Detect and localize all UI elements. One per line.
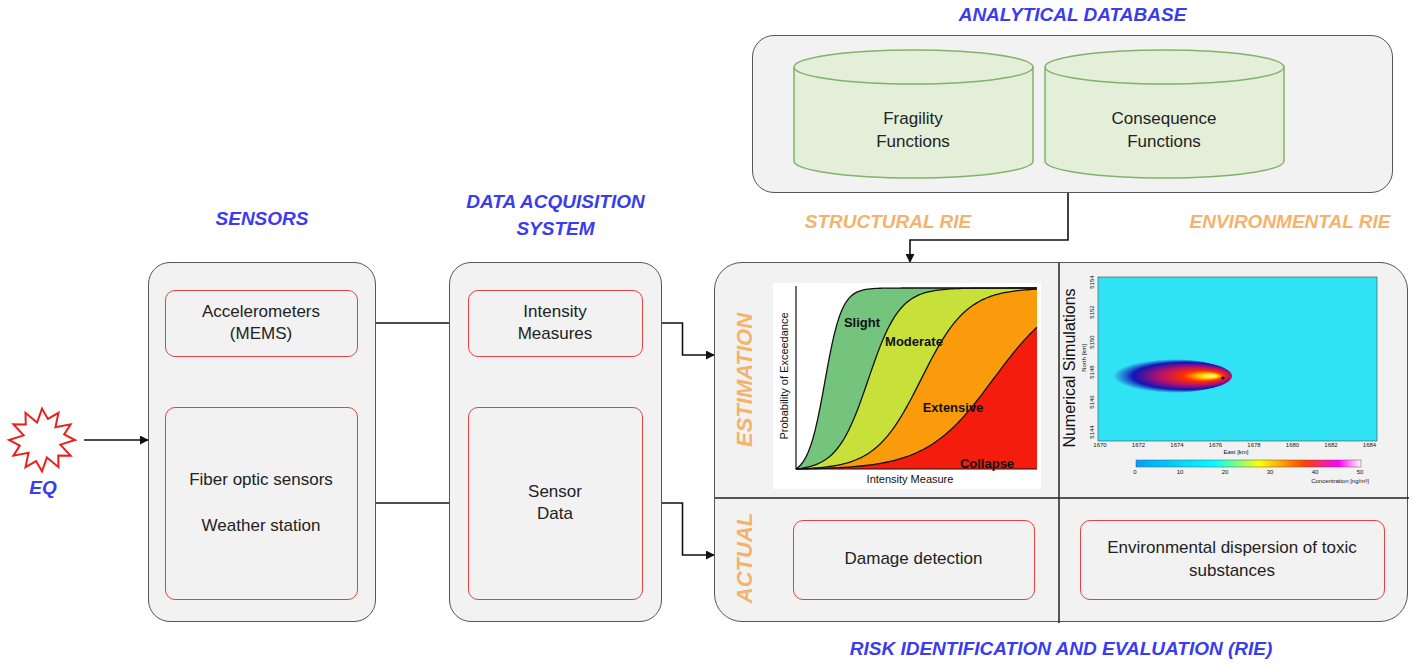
panel-heading: SENSORS xyxy=(148,205,376,233)
fragility-curve xyxy=(796,327,1037,469)
earthquake-source: EQ xyxy=(4,404,82,500)
chart-axes xyxy=(796,286,1037,469)
damage-region xyxy=(796,288,1037,469)
damage-state: Slight xyxy=(844,316,880,330)
damage-region xyxy=(796,327,1037,469)
tick-label: 1676 xyxy=(1209,442,1222,449)
process-box: Environmental dispersion of toxic substa… xyxy=(1080,520,1385,600)
source-label: EQ xyxy=(4,474,82,502)
axis-title: North [km] xyxy=(1081,344,1088,372)
process-box: Sensor Data xyxy=(468,407,643,600)
fragility-curve xyxy=(796,288,1037,469)
box-text: Intensity Measures xyxy=(495,301,615,345)
process-box: Accelerometers (MEMS) xyxy=(165,290,358,357)
damage-state: Moderate xyxy=(885,335,943,349)
tick-label: 50 xyxy=(1357,469,1364,476)
axis-title: Probability of Exceedance xyxy=(778,312,790,439)
box-text: Accelerometers (MEMS) xyxy=(186,301,336,345)
database-cylinder: Consequence Functions xyxy=(1043,48,1286,180)
box-text: Weather station xyxy=(202,515,321,537)
damage-state: Collapse xyxy=(960,457,1014,471)
tick-label: 5150 xyxy=(1089,335,1096,348)
section-label: STRUCTURAL RIE xyxy=(805,212,971,233)
database-cylinder: Fragility Functions xyxy=(792,48,1035,180)
divider-line xyxy=(715,497,1409,499)
process-box: Damage detection xyxy=(793,520,1035,600)
damage-region xyxy=(796,289,1037,469)
group-panel: Fragility Functions Consequence Functions… xyxy=(752,35,1393,193)
explosion-symbol xyxy=(4,404,82,476)
tick-label: 0 xyxy=(1133,469,1136,476)
tick-label: 1674 xyxy=(1170,442,1183,449)
toxic-plume xyxy=(1100,359,1232,393)
tick-label: 1682 xyxy=(1324,442,1337,449)
axis-title: Concentration [ng/m³] xyxy=(1311,478,1369,485)
tick-label: 10 xyxy=(1177,469,1184,476)
tick-label: 5152 xyxy=(1089,305,1096,318)
process-box: Intensity Measures xyxy=(468,290,643,357)
tick-label: 1670 xyxy=(1093,442,1106,449)
damage-state: Extensive xyxy=(923,401,984,415)
tick-label: 1672 xyxy=(1132,442,1145,449)
row-label: ESTIMATION xyxy=(733,313,757,447)
axis-title: Numerical Simulations xyxy=(1061,288,1079,447)
fragility-curves xyxy=(796,288,1037,469)
tick-label: 5154 xyxy=(1089,275,1096,288)
box-text: Sensor Data xyxy=(515,481,595,525)
box-text: Consequence Functions xyxy=(1104,108,1224,152)
panel-heading: RISK IDENTIFICATION AND EVALUATION (RIE) xyxy=(751,635,1371,663)
divider-line xyxy=(1058,263,1060,623)
tick-label: 1678 xyxy=(1247,442,1260,449)
box-text: Fragility Functions xyxy=(858,108,968,152)
chart-ground xyxy=(773,283,1041,489)
tick-label: 40 xyxy=(1312,469,1319,476)
box-text: Environmental dispersion of toxic substa… xyxy=(1085,537,1380,581)
fragility-curve xyxy=(796,289,1037,469)
explosion-star xyxy=(9,409,75,472)
fragility-curve xyxy=(796,288,1037,469)
axis-title: East [km] xyxy=(1223,449,1248,456)
box-text: Fiber optic sensors xyxy=(189,469,333,491)
panel-heading: DATA ACQUISITION SYSTEM xyxy=(441,188,671,243)
simulation-field xyxy=(1098,277,1377,441)
tick-label: 5146 xyxy=(1089,395,1096,408)
tick-label: 20 xyxy=(1222,469,1229,476)
process-box: Fiber optic sensorsWeather station xyxy=(165,407,358,600)
box-text: Damage detection xyxy=(845,548,983,570)
tick-label: 1684 xyxy=(1363,442,1376,449)
tick-label: 5148 xyxy=(1089,365,1096,378)
tick-label: 30 xyxy=(1267,469,1274,476)
source-point xyxy=(1221,376,1224,379)
colorbar xyxy=(1136,460,1361,467)
group-panel: Intensity MeasuresSensor DataDATA ACQUIS… xyxy=(449,262,662,622)
axis-title: Intensity Measure xyxy=(867,473,954,485)
row-label: ACTUAL xyxy=(733,513,757,603)
damage-region xyxy=(796,288,1037,469)
section-label: ENVIRONMENTAL RIE xyxy=(1190,212,1391,233)
tick-label: 1680 xyxy=(1286,442,1299,449)
flow-arrow xyxy=(84,439,148,441)
tick-label: 5144 xyxy=(1089,425,1096,438)
group-panel: Damage detection Environmental dispersion… xyxy=(714,262,1408,622)
panel-heading: ANALYTICAL DATABASE xyxy=(863,1,1283,29)
group-panel: Accelerometers (MEMS) Fiber optic sensors… xyxy=(148,262,376,622)
